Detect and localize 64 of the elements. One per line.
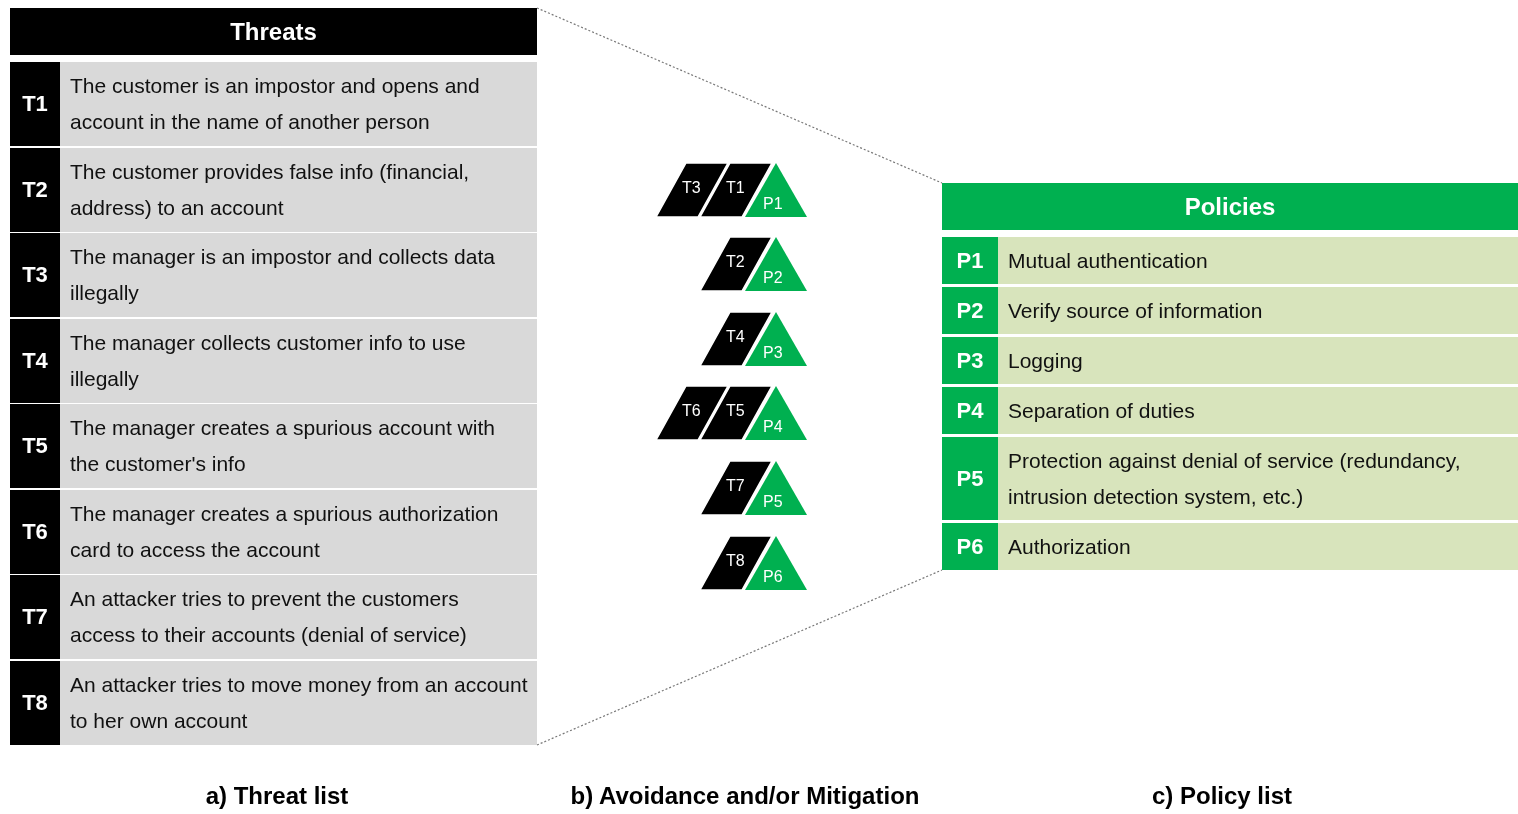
policy-id: P3 xyxy=(763,344,783,362)
threat-description: The manager creates a spurious authorization card to access the account xyxy=(69,500,500,563)
threat-id: T1 xyxy=(10,62,60,146)
policy-id: P5 xyxy=(763,493,783,511)
policy-id: P2 xyxy=(763,269,783,287)
policy-id: P2 xyxy=(942,287,998,334)
threat-description: An attacker tries to move money from an account to her own account xyxy=(69,671,529,734)
table-header: Threats xyxy=(10,8,537,55)
policy-id: P3 xyxy=(942,337,998,384)
policy-id: P4 xyxy=(763,418,783,436)
policy-description: Protection against denial of service (redundancy, intrusion detection system, etc.) xyxy=(1007,447,1462,510)
threat-id: T3 xyxy=(10,233,60,317)
threat-id: T2 xyxy=(726,253,745,271)
threat-description: The customer is an impostor and opens and account in the name of another person xyxy=(69,73,481,135)
threat-id: T1 xyxy=(726,179,745,197)
table-header: Policies xyxy=(942,183,1518,230)
threat-id: T5 xyxy=(726,402,745,420)
table-row xyxy=(10,404,537,488)
table-row xyxy=(942,287,1518,334)
threat-id: T7 xyxy=(726,477,745,495)
policy-list-caption: c) Policy list xyxy=(1151,782,1293,810)
table-row xyxy=(10,489,537,574)
threat-description: The manager collects customer info to use illegally xyxy=(69,329,467,392)
policy-id: P1 xyxy=(763,195,783,213)
threat-id: T3 xyxy=(682,179,701,197)
policy-id: P1 xyxy=(942,237,998,284)
table-row xyxy=(10,575,537,659)
threat-list-caption: a) Threat list xyxy=(205,782,349,810)
policy-id: P4 xyxy=(942,387,998,434)
table-row xyxy=(942,523,1518,570)
threat-id: T6 xyxy=(682,402,701,420)
table-row xyxy=(10,318,537,403)
mitigation-caption: b) Avoidance and/or Mitigation xyxy=(570,782,920,810)
policy-table xyxy=(942,183,1518,570)
policy-description: Separation of duties xyxy=(1007,397,1196,424)
threat-id: T4 xyxy=(726,328,745,346)
table-row xyxy=(10,62,537,146)
threat-description: The manager is an impostor and collects data illegally xyxy=(69,244,496,306)
policy-id: P6 xyxy=(942,523,998,570)
funnel-line xyxy=(536,7,943,184)
threat-description: An attacker tries to prevent the customers access to their accounts (denial of service) xyxy=(69,586,468,648)
policy-id: P6 xyxy=(763,568,783,586)
threat-id: T7 xyxy=(10,575,60,659)
table-row xyxy=(10,660,537,745)
table-row xyxy=(942,437,1518,520)
threat-id: T5 xyxy=(10,404,60,488)
threat-table xyxy=(10,8,537,745)
policy-description: Logging xyxy=(1007,347,1084,374)
policy-description: Mutual authentication xyxy=(1007,247,1209,274)
table-row xyxy=(942,337,1518,384)
threat-id: T2 xyxy=(10,147,60,232)
table-row xyxy=(942,387,1518,434)
threat-id: T8 xyxy=(726,552,745,570)
policy-description: Authorization xyxy=(1007,533,1132,560)
policy-id: P5 xyxy=(942,437,998,520)
threat-id: T8 xyxy=(10,660,60,745)
threat-description: The customer provides false info (financial, address) to an account xyxy=(69,158,471,221)
threat-id: T4 xyxy=(10,318,60,403)
table-row xyxy=(942,237,1518,284)
table-row xyxy=(10,147,537,232)
threat-description: The manager creates a spurious account with the customer's info xyxy=(69,415,496,477)
policy-description: Verify source of information xyxy=(1007,297,1264,324)
threat-id: T6 xyxy=(10,489,60,574)
table-row xyxy=(10,233,537,317)
